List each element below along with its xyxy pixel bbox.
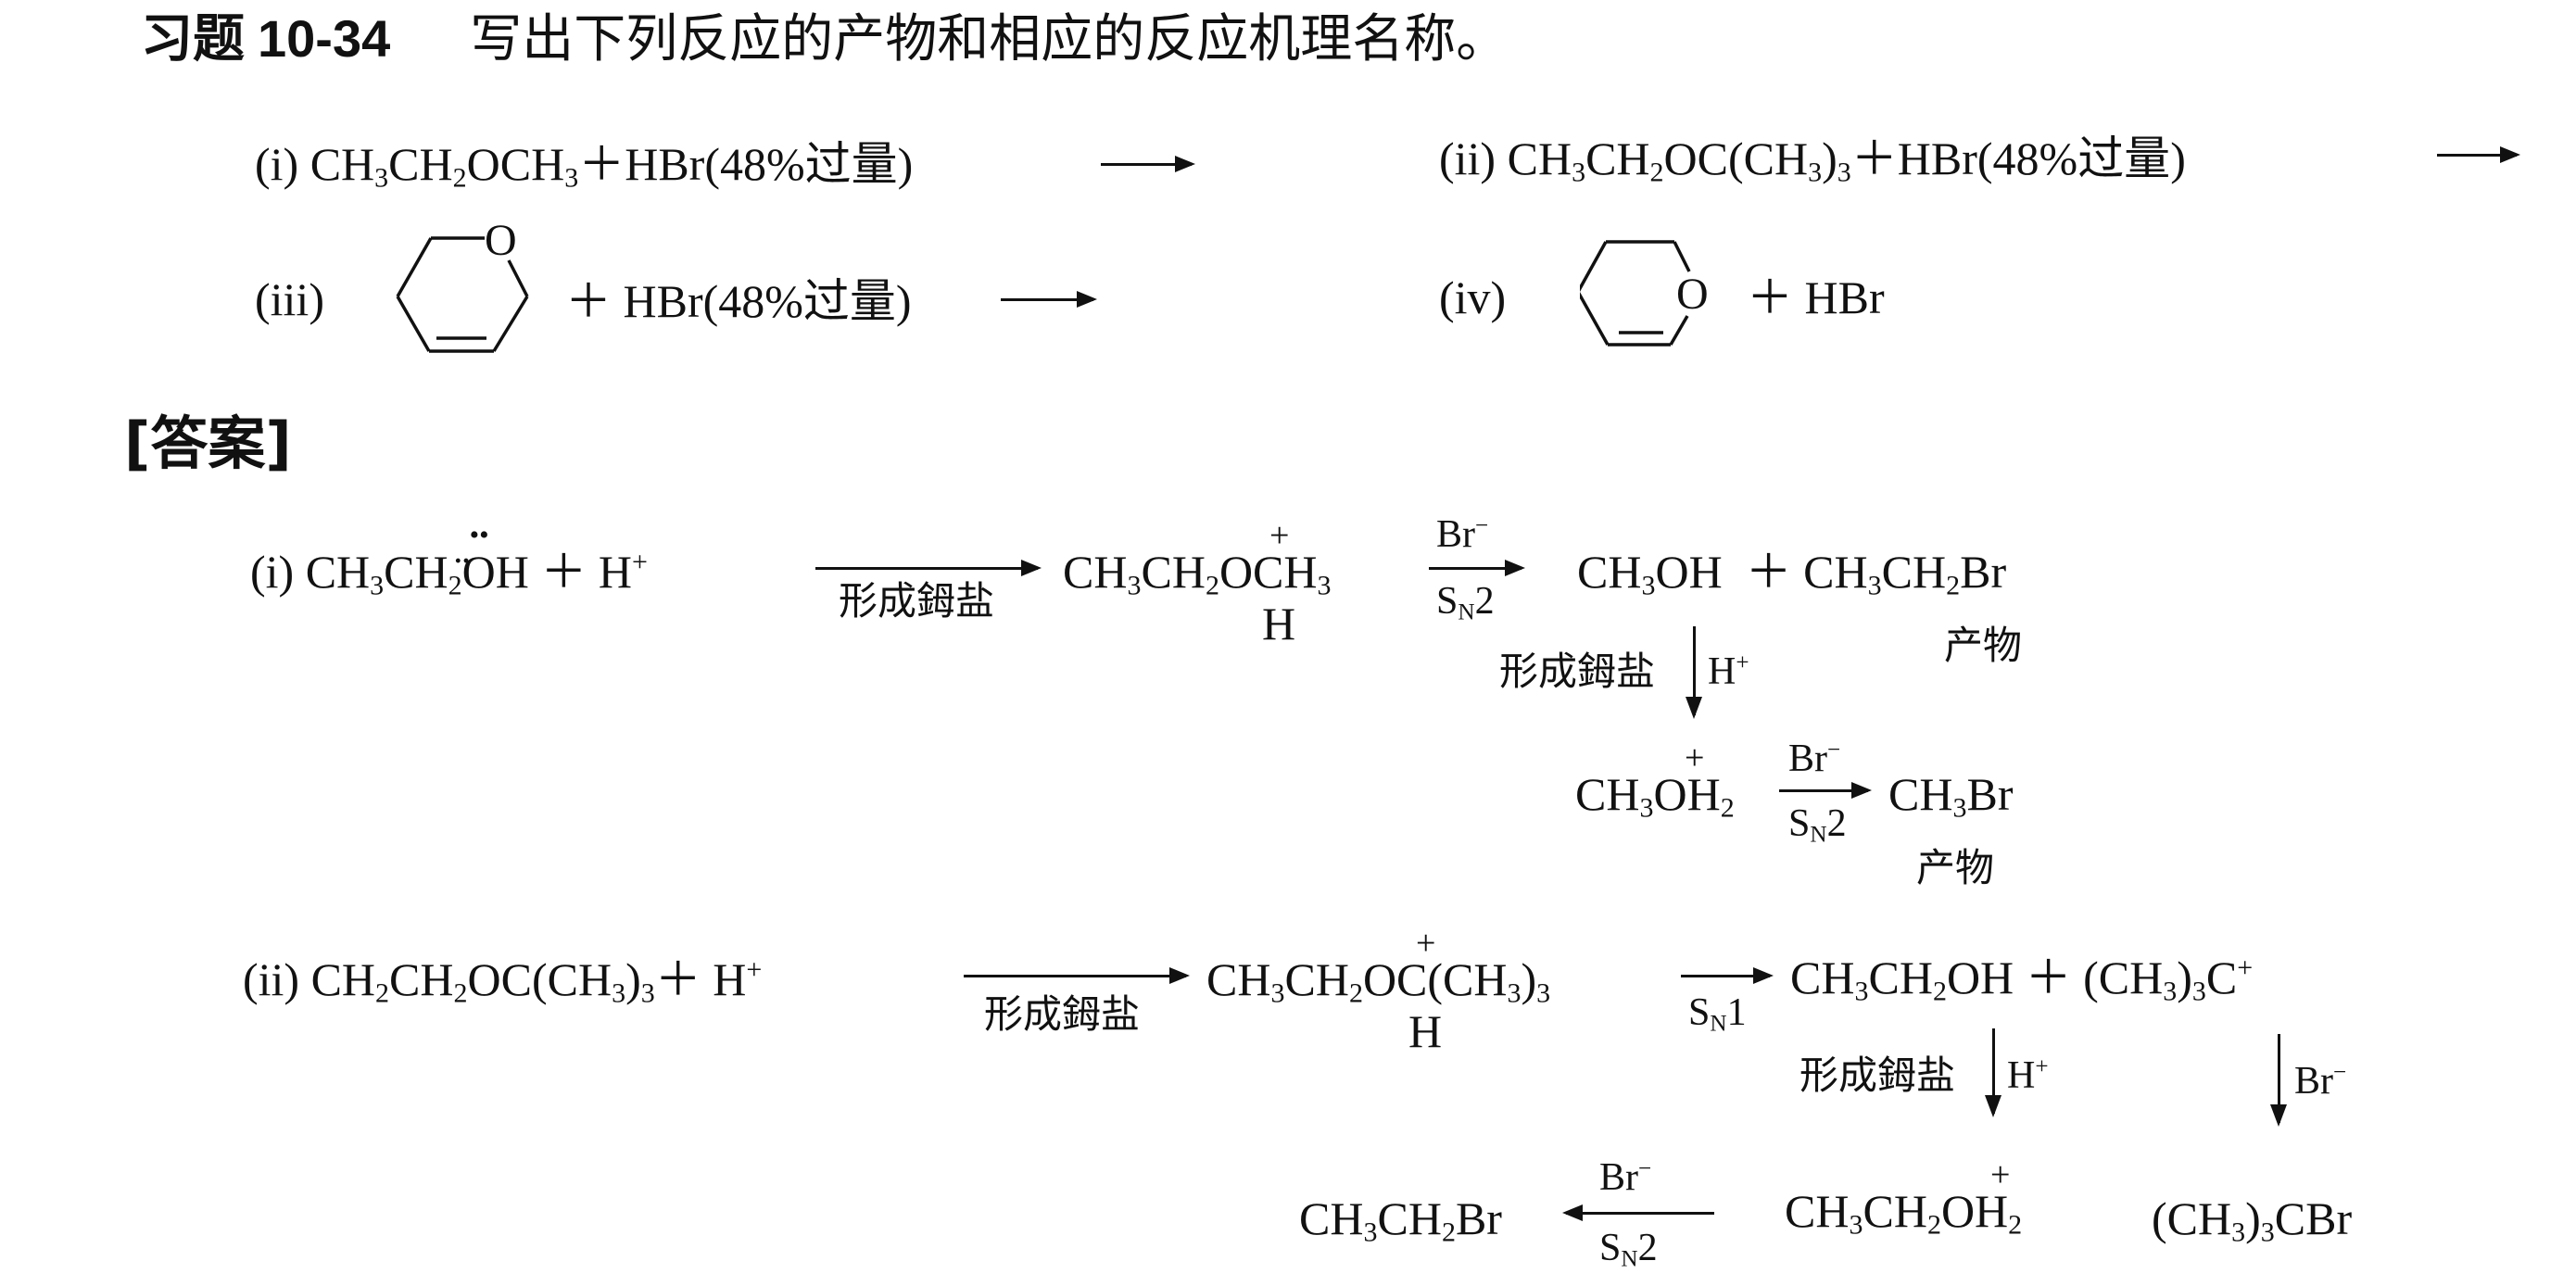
- answer-i-down-arrow-left: 形成鉧盐: [1499, 649, 1656, 694]
- answer-i-arrow-3-top: Br−: [1788, 737, 1841, 780]
- question-iv-reagent: ＋ HBr: [1747, 271, 1885, 323]
- answer-i-product-label: 产物: [1944, 623, 2023, 668]
- problem-number: 10-34: [258, 9, 391, 68]
- answer-ii-down-arrow-1-left: 形成鉧盐: [1799, 1053, 1956, 1098]
- question-i: (i) CH3CH2OCH3＋HBr(48%过量): [255, 137, 914, 194]
- answer-ii-arrow-2-bottom: SN1: [1688, 991, 1747, 1037]
- answer-i-arrow-2: [1429, 560, 1525, 576]
- answer-i-oxonium-2-charge: +: [1685, 738, 1705, 777]
- answer-ii-down-arrow-2-right: Br−: [2294, 1059, 2347, 1103]
- problem-label: 习题: [141, 9, 245, 69]
- problem-title: 习题 10-34 写出下列反应的产物和相应的反应机理名称。: [141, 13, 1508, 66]
- answer-i-oxonium-2: CH3OH2: [1575, 768, 1735, 824]
- question-i-arrow: [1101, 156, 1195, 172]
- answer-ii-reactants: (ii) CH2CH2OC(CH3)3＋ H+: [243, 953, 763, 1009]
- answer-i-arrow-2-top: Br−: [1436, 512, 1489, 556]
- answer-ii-left-arrow-bottom: SN2: [1599, 1227, 1658, 1272]
- answer-i-arrow-2-bottom: SN2: [1436, 580, 1495, 625]
- dihydropyran-ring-iii-icon: O: [396, 218, 529, 353]
- answer-i-reactants: (i) CH3CH2̈O••H ＋ H+: [250, 520, 648, 601]
- answer-ii-oxonium: CH3CH2OC(CH3)3: [1206, 953, 1551, 1009]
- answer-i-products: CH3OH ＋ CH3CH2Br: [1577, 546, 2007, 601]
- question-ii-label: (ii): [1439, 132, 1508, 184]
- question-iv-label: (iv): [1439, 271, 1507, 323]
- problem-instruction: 写出下列反应的产物和相应的反应机理名称。: [470, 9, 1509, 69]
- question-iii-label: (iii): [255, 273, 324, 325]
- answer-i-arrow-1-label: 形成鉧盐: [839, 578, 995, 624]
- answer-ii-down-arrow-2: [2270, 1034, 2287, 1127]
- answer-i-down-arrow-right: H+: [1708, 649, 1749, 693]
- answer-ii-arrow-1-label: 形成鉧盐: [984, 991, 1141, 1037]
- answer-i-down-arrow: [1686, 626, 1702, 719]
- question-ii-arrow: [2437, 146, 2520, 163]
- answer-ii-down-arrow-1: [1985, 1028, 2001, 1117]
- answer-heading: [答案]: [124, 410, 292, 477]
- answer-ii-left-arrow-top: Br−: [1599, 1155, 1652, 1199]
- answer-i-arrow-3-bottom: SN2: [1788, 802, 1847, 848]
- question-iii-arrow: [1001, 291, 1097, 308]
- answer-ii-down-arrow-1-right: H+: [2007, 1053, 2049, 1097]
- answer-ii-left-arrow: [1562, 1204, 1714, 1221]
- question-i-label: (i): [255, 138, 310, 190]
- answer-i-arrow-1: [815, 560, 1042, 576]
- answer-ii-oxonium-charge: +: [1416, 924, 1436, 963]
- answer-i-oxonium-h: H: [1262, 598, 1296, 649]
- answer-i-oxonium-charge: +: [1269, 516, 1290, 555]
- answer-i-product-2-label: 产物: [1916, 845, 1995, 890]
- question-iii-reagent: ＋ HBr(48%过量): [565, 274, 912, 328]
- svg-text:O: O: [485, 218, 517, 265]
- answer-i-arrow-3: [1779, 782, 1872, 799]
- svg-text:O: O: [1676, 270, 1709, 319]
- answer-i-oxonium: CH3CH2OCH3: [1063, 546, 1332, 601]
- answer-ii-products: CH3CH2OH ＋ (CH3)3C+: [1790, 952, 2254, 1007]
- answer-ii-tbutyl-bromide: (CH3)3CBr: [2152, 1192, 2353, 1248]
- answer-ii-oxonium-2: CH3CH2OH2: [1785, 1185, 2023, 1241]
- answer-i-product-2: CH3Br: [1888, 768, 2014, 824]
- question-ii: (ii) CH3CH2OC(CH3)3＋HBr(48%过量): [1439, 132, 2186, 188]
- dihydropyran-ring-iv-icon: O: [1580, 240, 1709, 347]
- answer-ii-product-ethyl-bromide: CH3CH2Br: [1299, 1192, 1502, 1248]
- answer-ii-arrow-2: [1681, 967, 1774, 984]
- answer-ii-oxonium-h: H: [1408, 1005, 1443, 1057]
- answer-ii-arrow-1: [964, 967, 1190, 984]
- answer-ii-oxonium-2-charge: +: [1990, 1155, 2011, 1194]
